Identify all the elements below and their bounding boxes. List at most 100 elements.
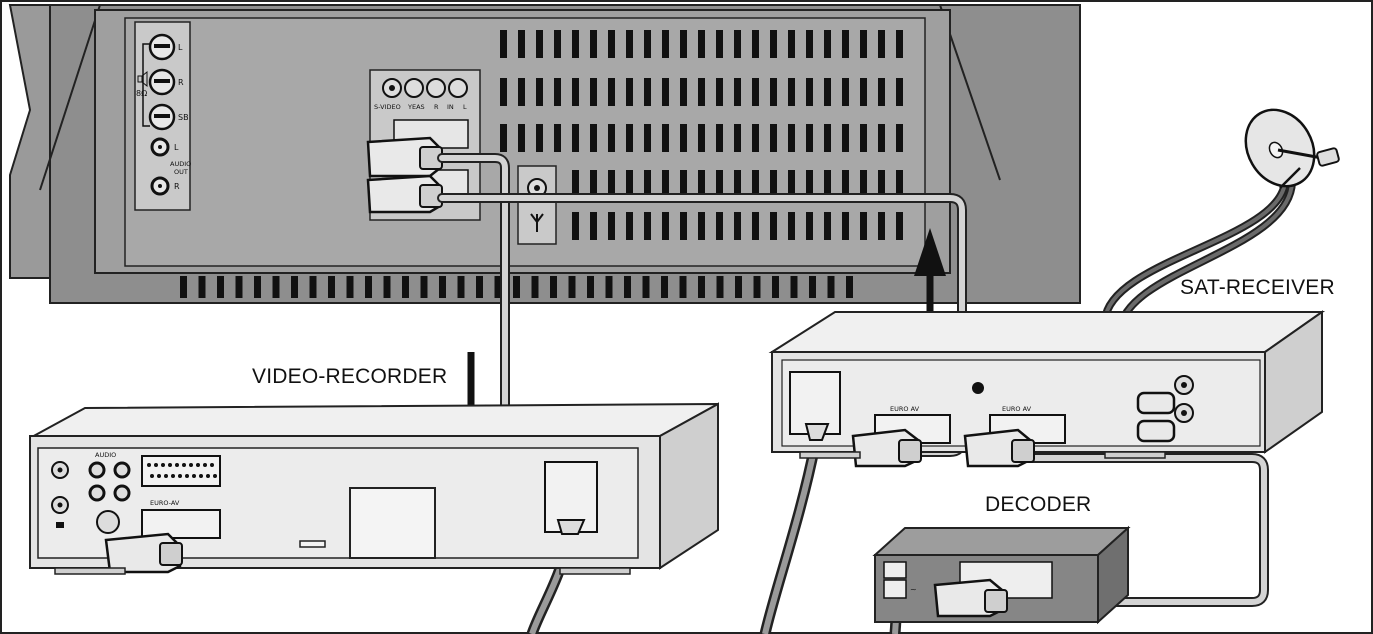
vent-slot (531, 276, 539, 298)
speaker-icon (137, 70, 148, 88)
vent-slot (809, 276, 816, 298)
vent-slot (662, 212, 669, 240)
vent-slot (309, 276, 317, 298)
vent-slot (679, 276, 687, 298)
vent-slot (605, 276, 613, 298)
vent-slot (254, 276, 261, 298)
vent-slot (698, 124, 705, 152)
impedance-label: 8Ω (136, 89, 147, 98)
vent-slot (806, 170, 813, 198)
vent-slot (644, 212, 651, 240)
vent-slot (788, 30, 795, 58)
decoder-power-socket (883, 579, 907, 599)
vent-slot (788, 212, 795, 240)
label-decoder: DECODER (985, 493, 1091, 516)
sat-scart-plug-2 (963, 428, 1035, 468)
vent-slot (198, 276, 206, 298)
sat-receiver: EURO AV EURO AV (768, 310, 1326, 468)
vent-slot (680, 170, 687, 198)
vent-slot (842, 170, 849, 198)
vent-slot (752, 30, 759, 58)
vent-slot (896, 30, 903, 58)
scart-pin (210, 463, 214, 467)
vent-slot (698, 78, 705, 106)
scart-pin (192, 474, 196, 478)
vent-slot (878, 78, 885, 106)
audio-out-title-1: AUDIO (170, 160, 191, 168)
vent-slot (860, 124, 867, 152)
vent-slot (860, 30, 867, 58)
vent-slot (662, 124, 669, 152)
vent-slot (806, 124, 813, 152)
vent-slot (536, 78, 543, 106)
vent-slot (365, 276, 372, 298)
vent-slot (554, 30, 561, 58)
vent-slot (752, 78, 759, 106)
vent-slot (752, 212, 759, 240)
scart-pin (206, 474, 210, 478)
vent-slot (590, 78, 597, 106)
vent-slot (734, 170, 741, 198)
scart-cable-sat-to-decoder (1000, 453, 1269, 607)
vent-slot (572, 170, 579, 198)
front-av-jacks (382, 78, 468, 98)
vent-slot (842, 30, 849, 58)
audio-out-r-label: R (174, 182, 180, 191)
tv-scart-plug-upper (366, 136, 443, 178)
label-sat-receiver: SAT-RECEIVER (1180, 276, 1335, 299)
vent-slot (457, 276, 465, 298)
tv-back: L R SB 8Ω L AUDIO OUT R (8, 4, 1081, 304)
scart-pin (154, 463, 158, 467)
vent-slot (550, 276, 557, 298)
vent-slot (878, 170, 885, 198)
vent-slot (716, 276, 724, 298)
vent-slot (626, 170, 633, 198)
vent-slot (572, 30, 579, 58)
vent-slot (752, 124, 759, 152)
vent-slot (878, 212, 885, 240)
vent-slot (698, 170, 705, 198)
vent-slot (554, 78, 561, 106)
antenna-icon (530, 213, 544, 232)
audio-in-l-jack (448, 78, 468, 98)
satellite-dish (1244, 108, 1340, 189)
vent-slot (734, 212, 741, 240)
scart-pin (164, 474, 168, 478)
scart-pin (203, 463, 207, 467)
vcr-fan-cover (349, 487, 436, 559)
vent-slot (753, 276, 761, 298)
vent-slot (788, 170, 795, 198)
vent-slot (842, 78, 849, 106)
vent-slot (180, 276, 187, 298)
vent-slot (328, 276, 335, 298)
scart-pin (199, 474, 203, 478)
vent-slot (608, 30, 615, 58)
vent-slot (572, 212, 579, 240)
vcr-euro-av-label: EURO-AV (150, 499, 180, 507)
vcr-mains-plug (556, 519, 586, 535)
vent-slot (439, 276, 446, 298)
scart-pin (185, 474, 189, 478)
vent-slot (734, 124, 741, 152)
vent-slot (860, 78, 867, 106)
vent-slot (806, 78, 813, 106)
vcr-mains-socket (544, 461, 598, 533)
scart-pin (189, 463, 193, 467)
vent-slot (420, 276, 428, 298)
label-video-recorder: VIDEO-RECORDER (252, 365, 447, 388)
vent-slot (770, 78, 777, 106)
vent-slot (770, 30, 777, 58)
vent-slot (770, 170, 777, 198)
vent-slot (735, 276, 742, 298)
vent-slot (716, 170, 723, 198)
vent-slot (790, 276, 798, 298)
vent-slot (788, 78, 795, 106)
vent-slot (806, 212, 813, 240)
decoder: ~ (872, 525, 1131, 625)
vent-slot (846, 276, 853, 298)
sat-cinch-jack (972, 382, 984, 394)
decoder-power-switch (883, 561, 907, 579)
vent-slot (662, 30, 669, 58)
vent-slot (500, 78, 507, 106)
vent-slot (716, 78, 723, 106)
